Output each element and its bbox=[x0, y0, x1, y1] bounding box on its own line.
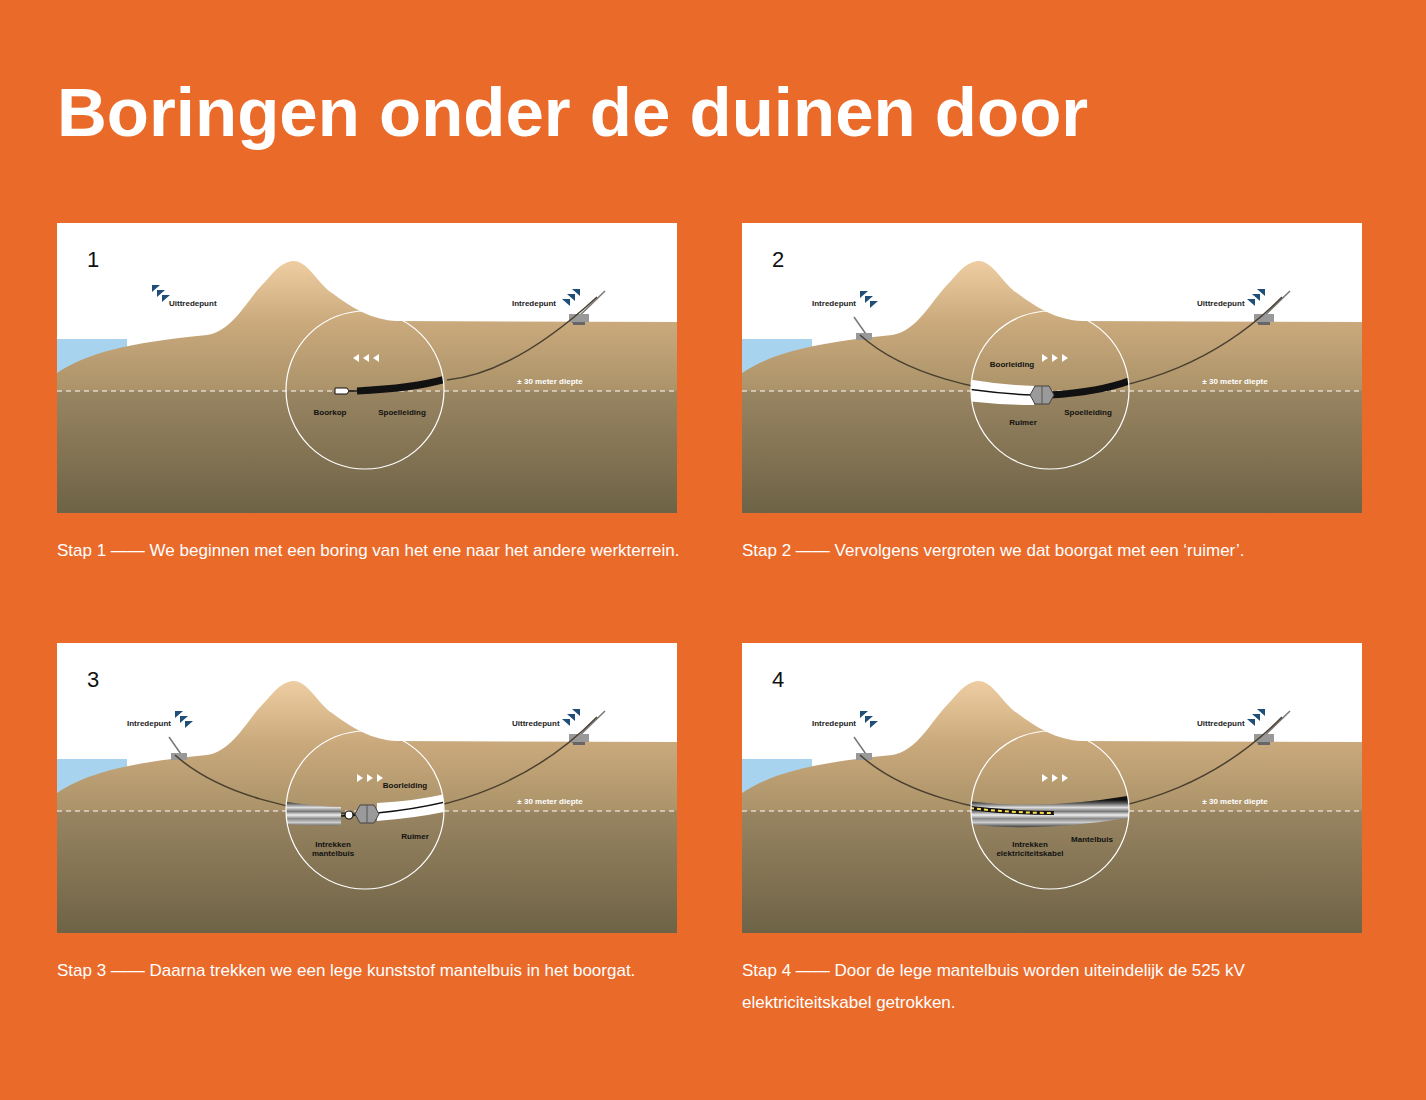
point-label: Uittredepunt bbox=[1197, 720, 1245, 729]
step-number: 3 bbox=[87, 667, 99, 693]
panel: 2BoorleidingRuimer Spoelleiding bbox=[742, 223, 1362, 513]
zoom-circle: BoorleidingIntrekken mantelbuis Ruimer bbox=[285, 730, 445, 890]
step-caption: Stap 1 —— We beginnen met een boring van… bbox=[57, 535, 682, 567]
part-label: Intrekken elektriciteitskabel bbox=[996, 840, 1063, 858]
panel: 1Boorkop Spoelleiding bbox=[57, 223, 677, 513]
part-label: Spoelleiding bbox=[1064, 408, 1112, 417]
part-label: Boorkop bbox=[314, 408, 347, 417]
step-number: 2 bbox=[772, 247, 784, 273]
title: Boringen onder de duinen door bbox=[57, 78, 1088, 147]
point-label: Intredepunt bbox=[812, 720, 856, 729]
point-label: Uittredepunt bbox=[512, 720, 560, 729]
step-number: 1 bbox=[87, 247, 99, 273]
point-label: Uittredepunt bbox=[169, 300, 217, 309]
zoom-circle: Boorkop Spoelleiding bbox=[285, 310, 445, 470]
step-number: 4 bbox=[772, 667, 784, 693]
part-label: Boorleiding bbox=[990, 360, 1034, 369]
part-label: Spoelleiding bbox=[378, 408, 426, 417]
circle-outline bbox=[970, 310, 1130, 470]
circle-outline bbox=[285, 310, 445, 470]
point-label: Intredepunt bbox=[512, 300, 556, 309]
point-label: Uittredepunt bbox=[1197, 300, 1245, 309]
zoom-circle: Intrekken elektriciteitskabel Mantelbuis bbox=[970, 730, 1130, 890]
part-label: Mantelbuis bbox=[1071, 835, 1113, 844]
depth-label: ± 30 meter diepte bbox=[517, 798, 582, 807]
circle-outline bbox=[970, 730, 1130, 890]
point-label: Intredepunt bbox=[127, 720, 171, 729]
panel: 4Intrekken elektriciteitskabel Mantelbuis bbox=[742, 643, 1362, 933]
depth-label: ± 30 meter diepte bbox=[517, 378, 582, 387]
part-label: Intrekken mantelbuis bbox=[312, 840, 354, 858]
point-label: Intredepunt bbox=[812, 300, 856, 309]
circle-outline bbox=[285, 730, 445, 890]
step-caption: Stap 2 —— Vervolgens vergroten we dat bo… bbox=[742, 535, 1367, 567]
zoom-circle: BoorleidingRuimer Spoelleiding bbox=[970, 310, 1130, 470]
depth-label: ± 30 meter diepte bbox=[1202, 798, 1267, 807]
part-label: Ruimer bbox=[401, 832, 429, 841]
depth-label: ± 30 meter diepte bbox=[1202, 378, 1267, 387]
part-label: Boorleiding bbox=[383, 781, 427, 790]
panel: 3BoorleidingIntrekken mantelbuis Ruimer bbox=[57, 643, 677, 933]
part-label: Ruimer bbox=[1009, 418, 1037, 427]
step-caption: Stap 4 —— Door de lege mantelbuis worden… bbox=[742, 955, 1367, 1019]
step-caption: Stap 3 —— Daarna trekken we een lege kun… bbox=[57, 955, 682, 987]
